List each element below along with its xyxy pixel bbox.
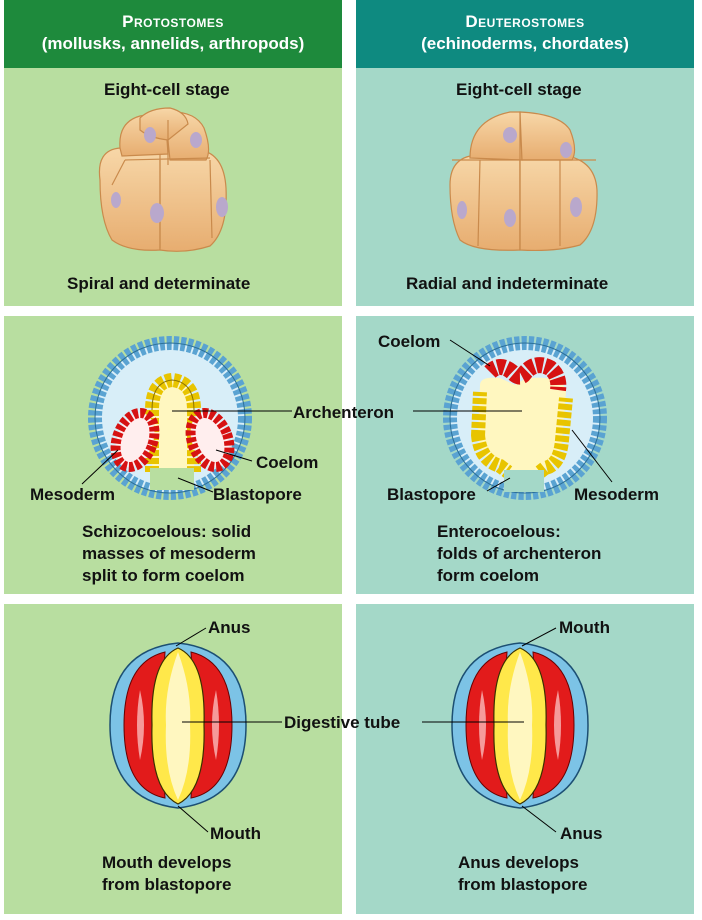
- deuterostome-coelom-label: Coelom: [378, 332, 441, 351]
- protostome-mesoderm-label: Mesoderm: [30, 485, 116, 504]
- deuterostome-body: [451, 642, 589, 809]
- protostome-blastopore-label: Blastopore: [213, 485, 302, 504]
- deuterostomes-title: Deuterostomes: [465, 12, 585, 31]
- caption-line: Anus develops: [458, 853, 579, 872]
- protostome-body: [109, 642, 247, 809]
- caption-line: from blastopore: [102, 875, 232, 894]
- deuterostome-stage-label: Eight-cell stage: [456, 80, 582, 99]
- deuterostome-nuclei: [457, 127, 582, 227]
- caption-line: folds of archenteron: [437, 544, 602, 563]
- protostome-spiral-embryo: [98, 107, 227, 252]
- protostome-fate-caption: Mouth develops from blastopore: [102, 852, 231, 896]
- deuterostome-gastrula: [443, 336, 607, 500]
- caption-line: from blastopore: [458, 875, 588, 894]
- deuterostomes-header: Deuterostomes (echinoderms, chordates): [356, 0, 694, 68]
- deuterostome-top-opening-label: Mouth: [559, 618, 610, 637]
- protostomes-title: Protostomes: [122, 12, 224, 31]
- deuterostome-mesoderm-label: Mesoderm: [574, 485, 660, 504]
- deuterostome-cleavage-label: Radial and indeterminate: [406, 274, 609, 293]
- protostomes-header: Protostomes (mollusks, annelids, arthrop…: [4, 0, 342, 68]
- fate-leader-lines: [175, 627, 557, 833]
- deuterostome-bottom-opening-label: Anus: [560, 824, 603, 843]
- deuterostomes-subtitle: (echinoderms, chordates): [421, 34, 629, 53]
- protostome-bottom-opening-label: Mouth: [210, 824, 261, 843]
- protostome-top-opening-label: Anus: [208, 618, 251, 637]
- caption-line: Mouth develops: [102, 853, 232, 872]
- coelom-leader-lines: [81, 339, 613, 493]
- protostome-stage-label: Eight-cell stage: [104, 80, 230, 99]
- protostome-cleavage-label: Spiral and determinate: [67, 274, 251, 293]
- deuterostome-radial-embryo: [449, 111, 598, 252]
- protostome-nuclei: [111, 127, 228, 223]
- caption-line: split to form coelom: [82, 566, 245, 585]
- digestive-tube-label: Digestive tube: [284, 713, 401, 732]
- caption-line: Enterocoelous:: [437, 522, 561, 541]
- archenteron-label: Archenteron: [293, 403, 395, 422]
- deuterostome-fate-caption: Anus develops from blastopore: [458, 852, 587, 896]
- caption-line: Schizocoelous: solid: [82, 522, 252, 541]
- protostome-coelom-caption: Schizocoelous: solid masses of mesoderm …: [82, 521, 256, 587]
- protostome-gastrula: [88, 336, 252, 500]
- deuterostome-blastopore-label: Blastopore: [387, 485, 476, 504]
- deuterostome-coelom-caption: Enterocoelous: folds of archenteron form…: [437, 521, 601, 587]
- protostome-coelom-label: Coelom: [256, 453, 319, 472]
- protostomes-subtitle: (mollusks, annelids, arthropods): [41, 34, 305, 53]
- caption-line: masses of mesoderm: [82, 544, 256, 563]
- caption-line: form coelom: [437, 566, 540, 585]
